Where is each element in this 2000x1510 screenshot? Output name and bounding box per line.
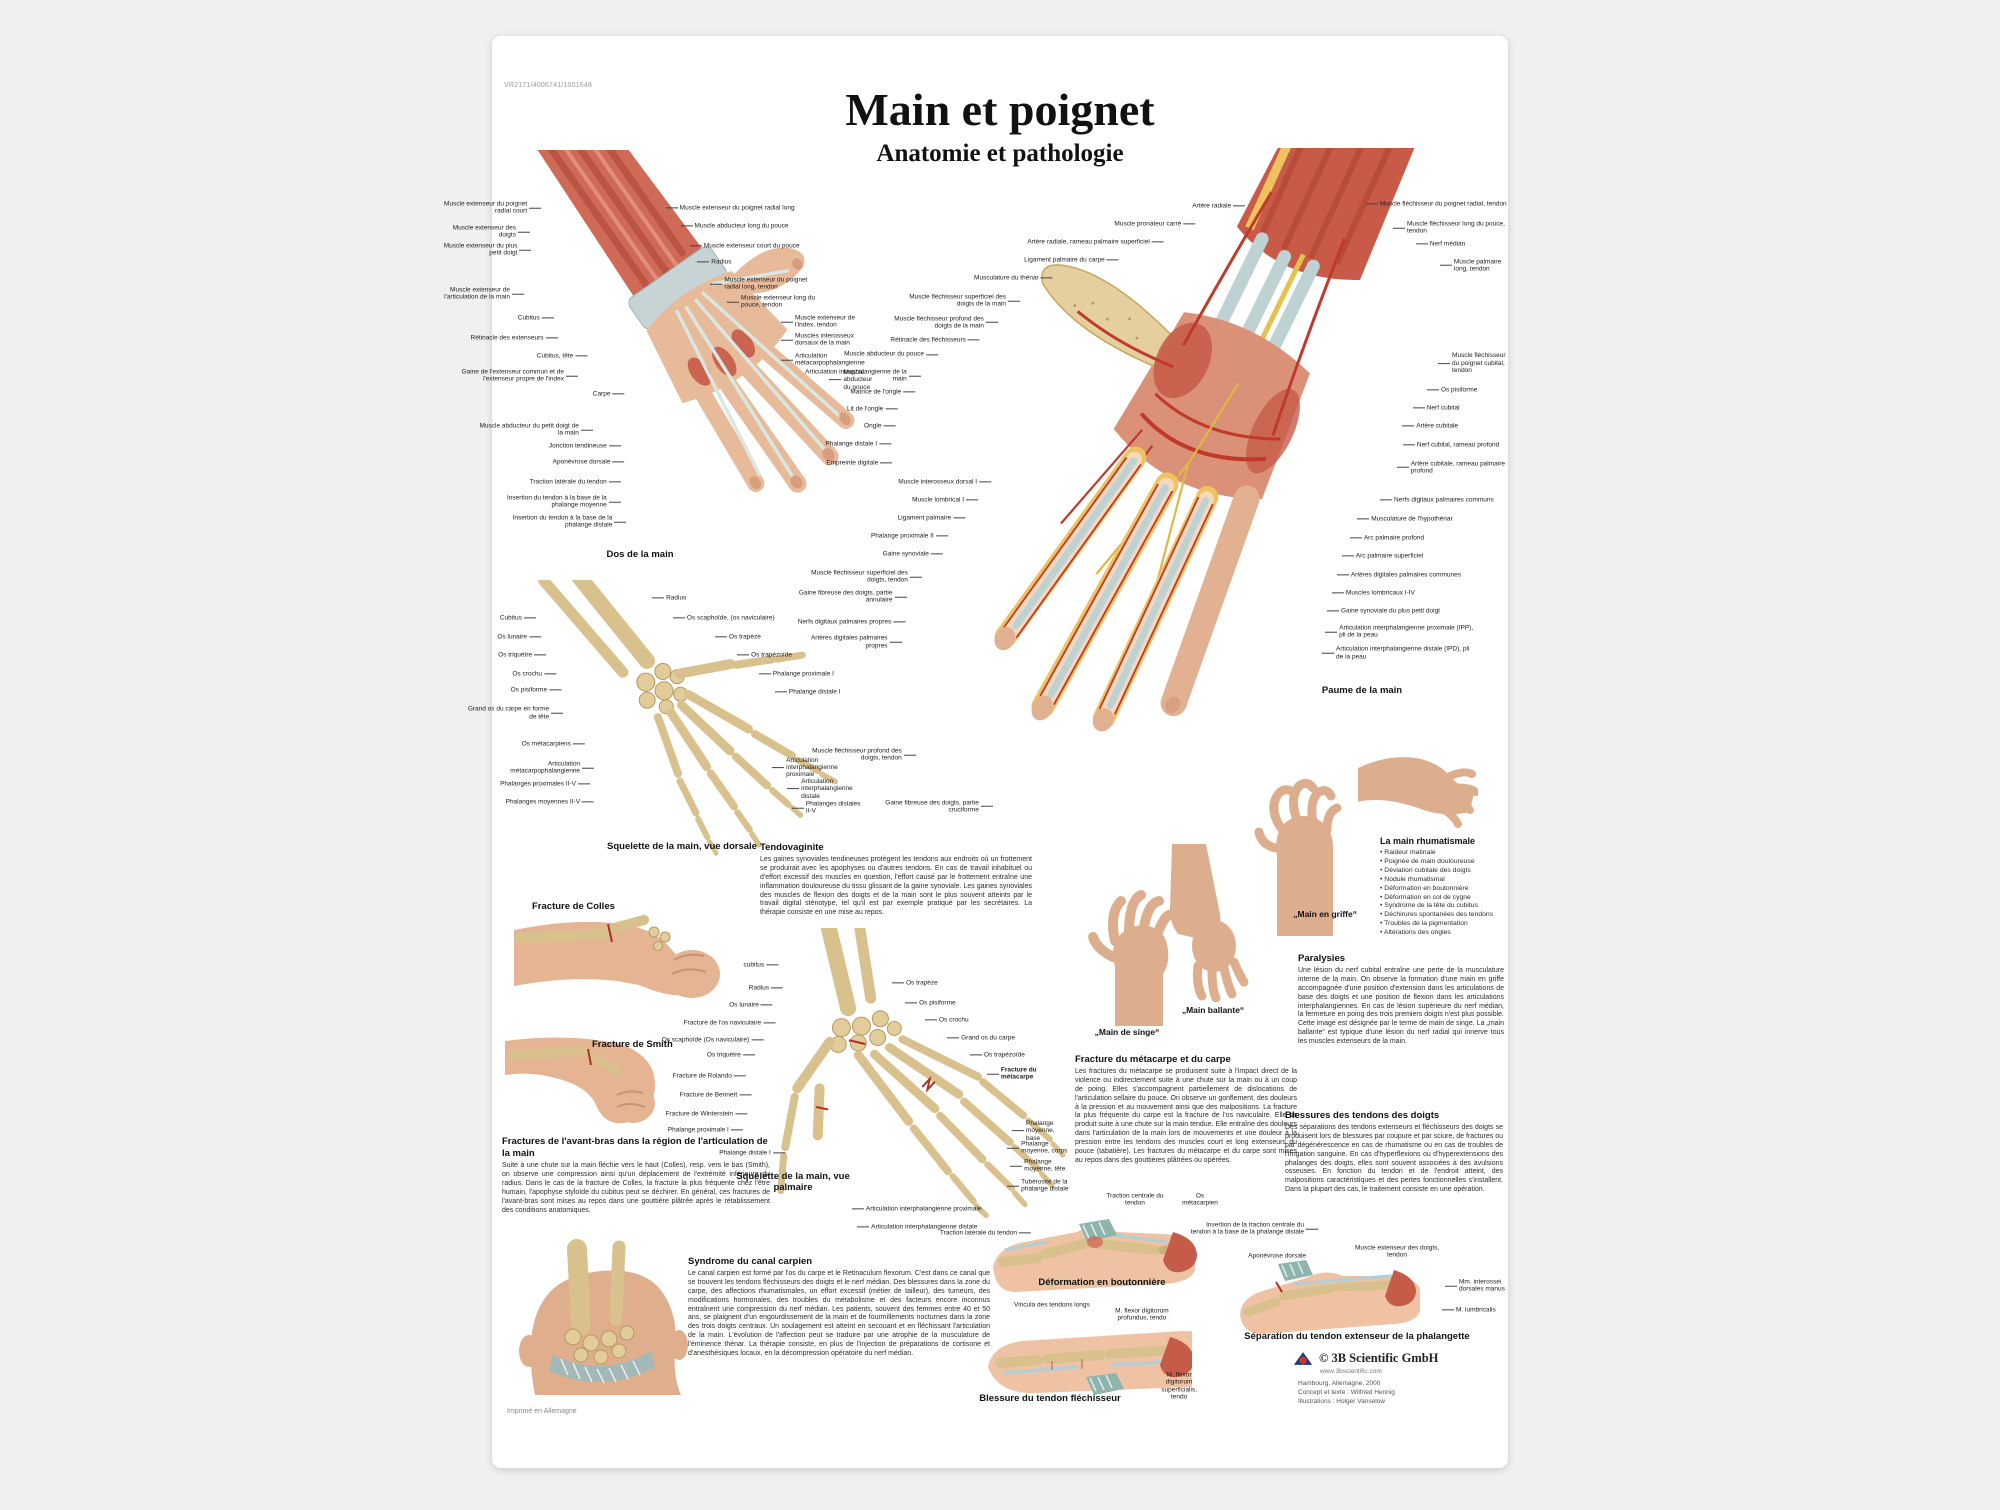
illustration-canal-carpien [519, 1239, 688, 1395]
photo-main-rhumatismale [1358, 757, 1478, 828]
caption-smith: Fracture de Smith [592, 1039, 673, 1050]
list-item: Déformation en col de cygne [1380, 894, 1504, 903]
caption-boutonniere: Déformation en boutonnière [1038, 1277, 1166, 1288]
list-item: Poignée de main douloureuse [1380, 858, 1504, 867]
heading-blessures-tendons: Blessures des tendons des doigts [1285, 1110, 1440, 1121]
figure-boutonniere: Traction centrale du tendon Os métacarpie… [940, 1186, 1218, 1336]
list-item: Nodule rhumatismal [1380, 876, 1504, 885]
rhumatismale-list: Raideur matinalePoignée de main douloure… [1380, 849, 1504, 937]
body-fracture-metacarpe: Les fractures du métacarpe se produisent… [1075, 1068, 1297, 1164]
figure-separation-tendon: Insertion de la traction centrale du ten… [1191, 1216, 1512, 1346]
anatomy-label: Traction centrale du tendon [1106, 1192, 1164, 1207]
list-item: Troubles de la pigmentation [1380, 920, 1504, 929]
figure-dorsal-hand: Muscle extenseur du poignet radial court… [444, 93, 872, 550]
caption-squelette-palmaire: Squelette de la main, vue palmaire [736, 1171, 850, 1193]
list-item: Déchirures spontanées des tendons [1380, 911, 1504, 920]
illustration-fracture-colles [514, 915, 720, 998]
textblock-fracture-metacarpe: Fracture du métacarpe et du carpe Les fr… [1075, 1054, 1297, 1166]
body-fractures-avant-bras: Suite à une chute sur la main fléchie ve… [502, 1162, 770, 1214]
footer: © 3B Scientific GmbH www.3bscientific.co… [1292, 1350, 1504, 1406]
body-canal-carpien: Le canal carpien est formé par l'os du c… [688, 1270, 990, 1357]
3b-scientific-logo-icon [1293, 1352, 1313, 1365]
heading-main-rhumatismale: La main rhumatismale [1380, 836, 1476, 846]
body-blessures-tendons: Des séparations des tendons extenseurs e… [1285, 1124, 1503, 1194]
poster-title: Main et poignet [845, 84, 1155, 135]
list-item: Déviation cubitale des doigts [1380, 867, 1504, 876]
photo-main-en-griffe [1254, 778, 1342, 936]
heading-canal-carpien: Syndrome du canal carpien [688, 1256, 813, 1267]
body-paralysies: Une lésion du nerf cubital entraîne une … [1298, 967, 1504, 1046]
illustration-boutonniere [993, 1219, 1197, 1292]
anatomy-label: M. lumbricalis [1440, 1306, 1496, 1313]
caption-main-ballante: „Main ballante“ [1181, 1005, 1245, 1015]
caption-colles: Fracture de Colles [532, 901, 615, 912]
brand-website: www.3bscientific.com [1320, 1368, 1382, 1375]
anatomy-label: Vincula des tendons longs [1014, 1301, 1090, 1309]
caption-dos-de-la-main: Dos de la main [606, 549, 674, 560]
credit-line-3: Illustrations : Holger Vanselow [1298, 1398, 1385, 1406]
product-code: VR2171/4006741/1001648 [504, 82, 593, 89]
credit-line-2: Concept et texte : Wilfried Hennig [1298, 1389, 1395, 1397]
block-main-rhumatismale: La main rhumatismale Raideur matinalePoi… [1380, 836, 1504, 938]
illustration-dorsal-hand [527, 93, 855, 493]
list-item: Altérations des ongles [1380, 929, 1504, 938]
textblock-blessures-tendons: Blessures des tendons des doigts Des sép… [1285, 1110, 1503, 1195]
photo-main-ballante [1170, 844, 1249, 1002]
illustration-separation-tendon [1240, 1260, 1420, 1334]
printed-note: Imprimé en Allemagne [507, 1408, 577, 1415]
list-item: Raideur matinale [1380, 849, 1504, 858]
heading-fractures-avant-bras: Fractures de l'avant-bras dans la région… [502, 1136, 768, 1160]
illustration-fracture-smith [505, 1037, 655, 1124]
heading-fracture-metacarpe: Fracture du métacarpe et du carpe [1075, 1054, 1231, 1065]
anatomy-label: Os métacarpien [1182, 1192, 1218, 1207]
illustration-tendon-flechisseur [988, 1331, 1192, 1395]
textblock-tendovaginite: Tendovaginite Les gaines synoviales tend… [760, 842, 1032, 918]
list-item: Déformation en boutonnière [1380, 885, 1504, 894]
caption-paume-de-la-main: Paume de la main [1321, 685, 1403, 696]
illustration-skeleton-dorsal [538, 558, 838, 856]
caption-main-en-griffe: „Main en griffe“ [1293, 909, 1357, 919]
illustration-palm [994, 79, 1422, 732]
heading-paralysies: Paralysies [1298, 953, 1346, 964]
textblock-canal-carpien: Syndrome du canal carpien Le canal carpi… [688, 1256, 990, 1359]
anatomy-poster: VR2171/4006741/1001648 Main et poignet A… [444, 36, 1508, 1468]
caption-squelette-dorsale: Squelette de la main, vue dorsale [607, 841, 757, 852]
body-tendovaginite: Les gaines synoviales tendineuses protèg… [760, 856, 1032, 917]
anatomy-label: Mm. interossei dorsales manus [1443, 1279, 1512, 1294]
caption-separation: Séparation du tendon extenseur de la pha… [1244, 1331, 1470, 1342]
textblock-fractures-avant-bras: Fractures de l'avant-bras dans la région… [502, 1136, 770, 1215]
textblock-paralysies: Paralysies Une lésion du nerf cubital en… [1298, 953, 1504, 1047]
list-item: Syndrome de la tête du cubitus [1380, 902, 1504, 911]
heading-tendovaginite: Tendovaginite [760, 842, 824, 853]
poster-subtitle: Anatomie et pathologie [876, 140, 1124, 167]
credit-line-1: Hambourg, Allemagne, 2000 [1298, 1380, 1381, 1387]
brand-name: © 3B Scientific GmbH [1319, 1351, 1439, 1365]
photo-main-de-singe [1088, 890, 1174, 1026]
caption-main-de-singe: „Main de singe“ [1094, 1027, 1160, 1037]
caption-flechisseur: Blessure du tendon fléchisseur [979, 1393, 1121, 1404]
